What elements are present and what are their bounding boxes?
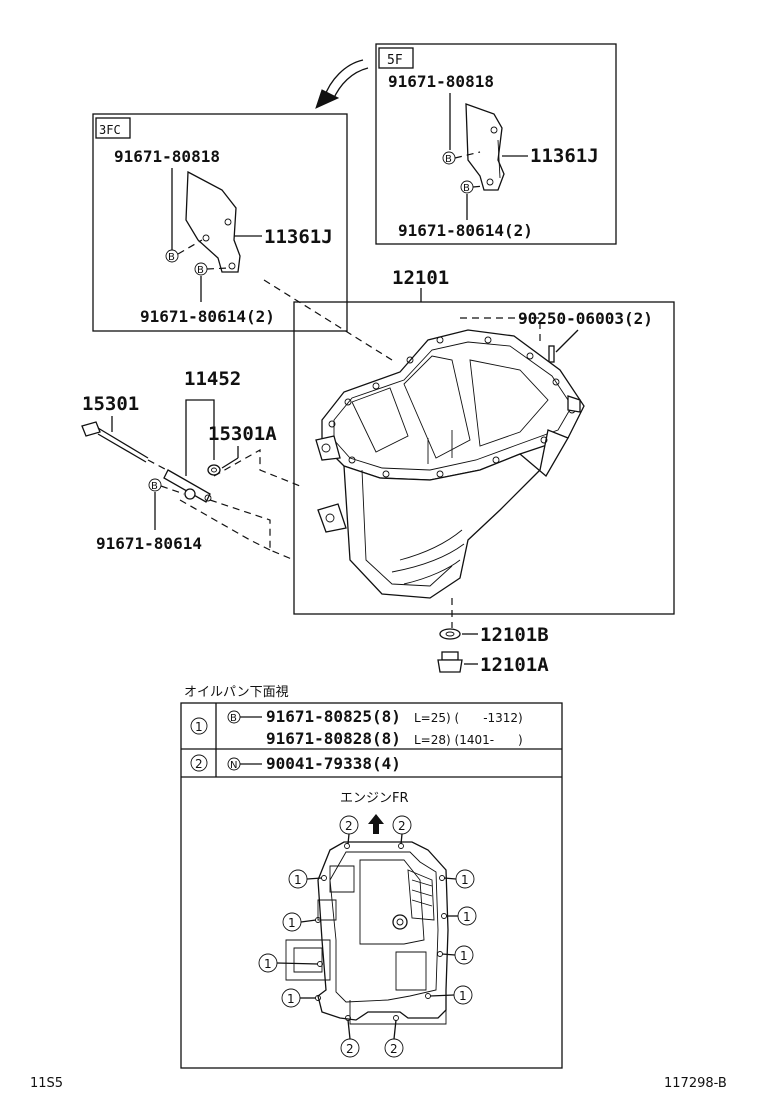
callout-top-left: 2 [339,815,359,845]
svg-text:B: B [168,252,175,263]
engine-front-label: エンジンFR [340,791,409,806]
gasket-12101b: 12101B [439,624,549,646]
b-marker [165,249,179,263]
footer-right: 117298-B [664,1076,727,1091]
svg-text:1: 1 [460,949,468,963]
svg-text:2: 2 [346,1042,354,1056]
dipstick-label[interactable]: 15301 [82,393,139,415]
oil-pan-bottom-view [285,841,449,1025]
transfer-arrow [315,59,369,109]
callout-left-4: 1 [281,988,316,1008]
arrow-up-icon [368,814,384,834]
bolt-spec: L=25) ( -1312) [414,711,523,725]
callout-right-3: 1 [441,945,474,965]
svg-text:1: 1 [459,989,467,1003]
inset-5f-tag-box [378,47,414,69]
bottom-view-panel: オイルパン下面視 1 B 91671-80825(8) L=25) ( -131… [180,685,563,1069]
inset-3fc-cover[interactable]: 11361J [264,226,333,248]
oil-pan [315,329,585,599]
svg-text:1: 1 [264,957,272,971]
oil-pan-box: 12101 90250-06003(2) [293,267,675,628]
bottom-view-title: オイルパン下面視 [184,685,289,700]
drain-plug-12101a: 12101A [437,651,549,676]
svg-text:1: 1 [288,916,296,930]
cover-3fc [185,170,241,273]
svg-text:B: B [463,183,470,194]
oil-pan-label[interactable]: 12101 [392,267,449,289]
cover-5f [465,103,505,191]
svg-text:N: N [230,760,237,771]
inset-5f-bolt-top[interactable]: 91671-80818 [388,72,494,91]
callout-bottom-left: 2 [340,1019,360,1058]
inset-5f: 5F 91671-80818 11361J B B 91671-80614(2) [375,43,617,245]
svg-text:B: B [151,481,158,492]
callout-right-2: 1 [446,906,477,926]
gauge-guide-label[interactable]: 11452 [184,368,241,390]
o-ring [207,464,221,476]
table-row: 2 N 90041-79338(4) [190,754,401,773]
inset-3fc: 3FC 91671-80818 11361J B B 91671-80614(2… [92,113,348,332]
svg-text:2: 2 [195,757,203,771]
footer-left: 11S5 [30,1076,63,1091]
svg-text:1: 1 [463,910,471,924]
stud-label[interactable]: 90250-06003(2) [518,309,653,328]
b-marker [148,478,162,492]
drain-plug-label[interactable]: 12101A [480,654,549,676]
stud-pin [548,345,555,363]
dipstick-assembly: 11452 15301 15301A B 91671-80614 [81,368,301,561]
svg-text:1: 1 [461,873,469,887]
guide-bolt-label[interactable]: 91671-80614 [96,534,202,553]
nut-part-number[interactable]: 90041-79338(4) [266,754,401,773]
callout-right-1: 1 [443,869,475,889]
svg-text:1: 1 [287,992,295,1006]
svg-text:B: B [445,154,452,165]
svg-text:1: 1 [294,873,302,887]
svg-text:B: B [197,265,204,276]
dipstick-handle [81,421,101,437]
gasket-label[interactable]: 12101B [480,624,549,646]
callout-left-1: 1 [288,869,323,889]
inset-3fc-bolt-bottom[interactable]: 91671-80614(2) [140,307,275,326]
inset-5f-bolt-bottom[interactable]: 91671-80614(2) [398,221,533,240]
guide-tube [163,469,211,503]
callout-left-3: 1 [258,953,319,973]
callout-right-4: 1 [429,985,473,1005]
svg-text:2: 2 [398,819,406,833]
bolt-part-number[interactable]: 91671-80825(8) [266,707,401,726]
svg-text:2: 2 [390,1042,398,1056]
inset-3fc-bolt-top[interactable]: 91671-80818 [114,147,220,166]
inset-5f-cover[interactable]: 11361J [530,145,599,167]
callout-left-2: 1 [282,912,317,932]
svg-text:B: B [230,713,237,724]
inset-3fc-tag: 3FC [99,123,121,137]
table-row: 1 B 91671-80825(8) L=25) ( -1312) 91671-… [190,707,523,748]
bolt-part-number[interactable]: 91671-80828(8) [266,729,401,748]
callout-bottom-right: 2 [384,1019,404,1058]
inset-5f-tag: 5F [387,53,403,68]
bolt-spec: L=28) (1401- ) [414,733,523,747]
callout-top-right: 2 [392,815,412,845]
ring-label[interactable]: 15301A [208,423,277,445]
inset-3fc-tag-box [95,117,131,139]
svg-text:2: 2 [345,819,353,833]
svg-text:1: 1 [195,720,203,734]
